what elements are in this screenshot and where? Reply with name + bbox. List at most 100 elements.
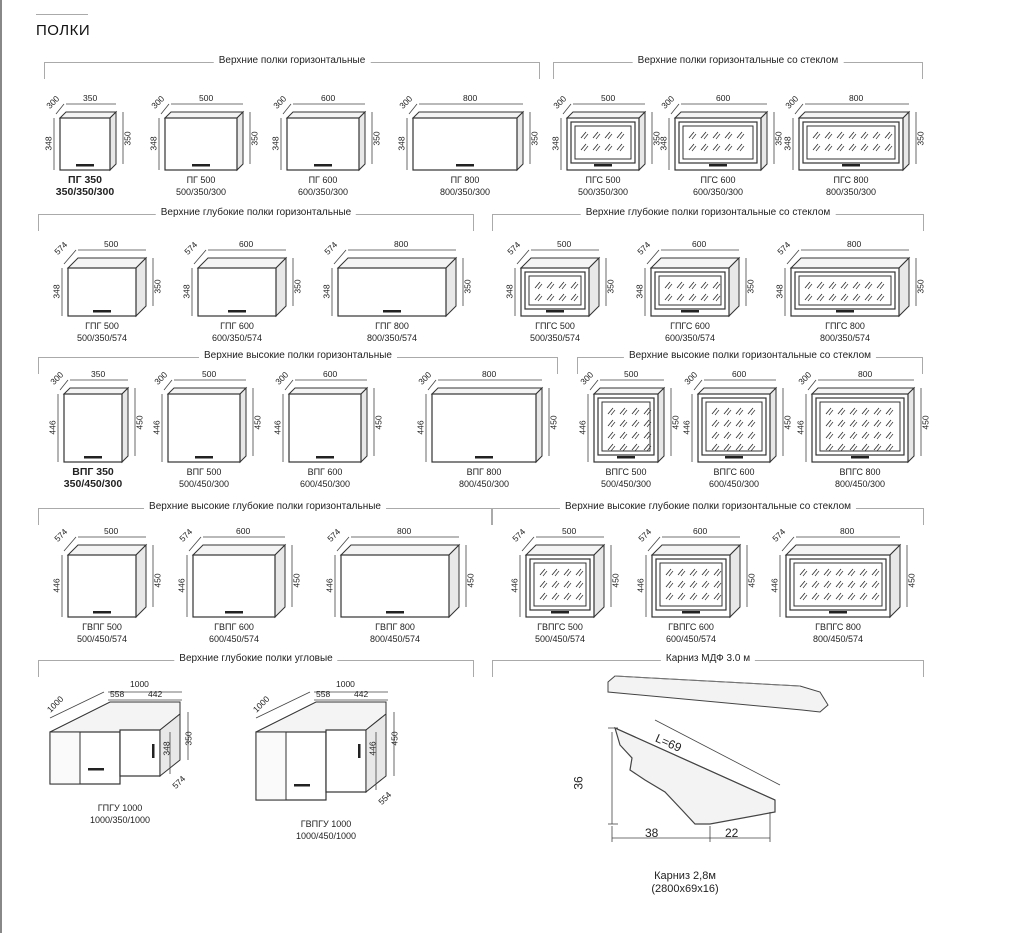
cabinet-name: ПГС 500: [585, 175, 621, 185]
cabinet-name: ГВПГС 800: [815, 622, 861, 632]
cabinet-height-right-label: 450: [920, 415, 931, 430]
cabinet-drawing: [61, 249, 154, 318]
corner-top-label: 1000: [336, 679, 355, 689]
cornice-right-width-label: 22: [725, 826, 739, 840]
cabinet-name: ГВПГС 500: [537, 622, 583, 632]
cabinet-drawing: [805, 379, 922, 464]
cabinet-height-label: 446: [324, 578, 335, 593]
corner-b-label: 442: [148, 689, 163, 699]
cabinet-caption: ВПГС 500 500/450/300: [586, 466, 666, 490]
cornice-section: [614, 726, 776, 825]
cabinet-height-right-label: 350: [745, 279, 756, 294]
cabinet-drawing: [61, 536, 154, 619]
cabinet-size: 500/450/574: [76, 634, 128, 644]
cabinet-width-label: 600: [321, 93, 336, 103]
cabinet-width-label: 600: [323, 369, 338, 379]
section-label: Верхние глубокие полки горизонтальные: [155, 207, 357, 218]
corner-h-label: 348: [161, 741, 172, 756]
cabinet-size: 800/450/574: [369, 634, 421, 644]
cabinet-width-label: 500: [601, 93, 616, 103]
cornice-height-label: 36: [571, 776, 586, 790]
section-bracket: Верхние высокие глубокие полки горизонта…: [38, 501, 492, 525]
section-label: Верхние полки горизонтальные со стеклом: [632, 55, 844, 66]
cornice-left-width-label: 38: [645, 826, 659, 840]
cabinet-size: 600/350/300: [692, 187, 744, 197]
cabinet-height-label: 348: [181, 284, 192, 299]
corner-cabinet-size: 1000/350/1000: [89, 815, 151, 825]
cabinet-name: ПГ 500: [186, 175, 216, 185]
cabinet-name: ГВПГ 500: [82, 622, 122, 632]
section-bracket: Верхние глубокие полки горизонтальные: [38, 207, 474, 231]
cabinet-height-right-label: 350: [292, 279, 303, 294]
cabinet-drawing: [161, 379, 254, 464]
cabinet-drawing: [334, 536, 467, 619]
cabinet-width-label: 600: [692, 239, 707, 249]
cabinet-drawing: [53, 103, 124, 172]
cornice-svg: [607, 675, 829, 842]
cabinet-drawing: [792, 103, 917, 172]
corner-cabinet-drawing: [49, 691, 189, 785]
cabinet-height-label: 348: [270, 136, 281, 151]
cabinet-height-label: 348: [774, 284, 785, 299]
cabinet-height-right-label: 350: [152, 279, 163, 294]
cabinet-height-label: 446: [47, 420, 58, 435]
cabinet-height-right-label: 350: [371, 131, 382, 146]
cornice-caption-name: Карниз 2,8м: [654, 870, 716, 882]
cabinet-size: 500/450/300: [178, 479, 230, 489]
cabinet-drawing: [186, 536, 293, 619]
cabinet-height-label: 446: [635, 578, 646, 593]
section-label: Верхние высокие глубокие полки горизонта…: [144, 501, 386, 512]
cabinet-width-label: 800: [463, 93, 478, 103]
page-edge-line: [0, 0, 2, 933]
corner-h-label: 446: [367, 741, 378, 756]
cabinet-name: ПГ 350: [68, 174, 102, 186]
cabinet-size: 500/350/574: [76, 333, 128, 343]
cabinet-width-label: 500: [202, 369, 217, 379]
corner-h2-label: 450: [389, 731, 400, 746]
cabinet-size: 600/350/574: [211, 333, 263, 343]
cabinet-size: 600/350/300: [297, 187, 349, 197]
cabinet-name: ВПГ 600: [307, 467, 343, 477]
cabinet-height-right-label: 350: [462, 279, 473, 294]
cabinet-width-label: 500: [557, 239, 572, 249]
cabinet-name: ПГ 800: [450, 175, 480, 185]
cabinet-name: ВПГС 500: [605, 467, 647, 477]
cabinet-height-right-label: 450: [134, 415, 145, 430]
cabinet-height-label: 348: [321, 284, 332, 299]
cabinet-size: 600/450/574: [665, 634, 717, 644]
cabinet-caption: ГВПГ 500 500/450/574: [62, 621, 142, 645]
cabinet-name: ВПГС 800: [839, 467, 881, 477]
cabinet-drawing: [158, 103, 251, 172]
cabinet-height-right-label: 350: [529, 131, 540, 146]
cabinet-height-right-label: 450: [906, 573, 917, 588]
cabinet-height-label: 446: [577, 420, 588, 435]
cabinet-height-label: 348: [396, 136, 407, 151]
cabinet-height-label: 348: [148, 136, 159, 151]
cabinet-name: ГПГС 600: [670, 321, 710, 331]
cabinet-height-right-label: 350: [249, 131, 260, 146]
cabinet-size: 500/450/574: [534, 634, 586, 644]
cabinet-size: 500/450/300: [600, 479, 652, 489]
cabinet-size: 800/450/300: [458, 479, 510, 489]
